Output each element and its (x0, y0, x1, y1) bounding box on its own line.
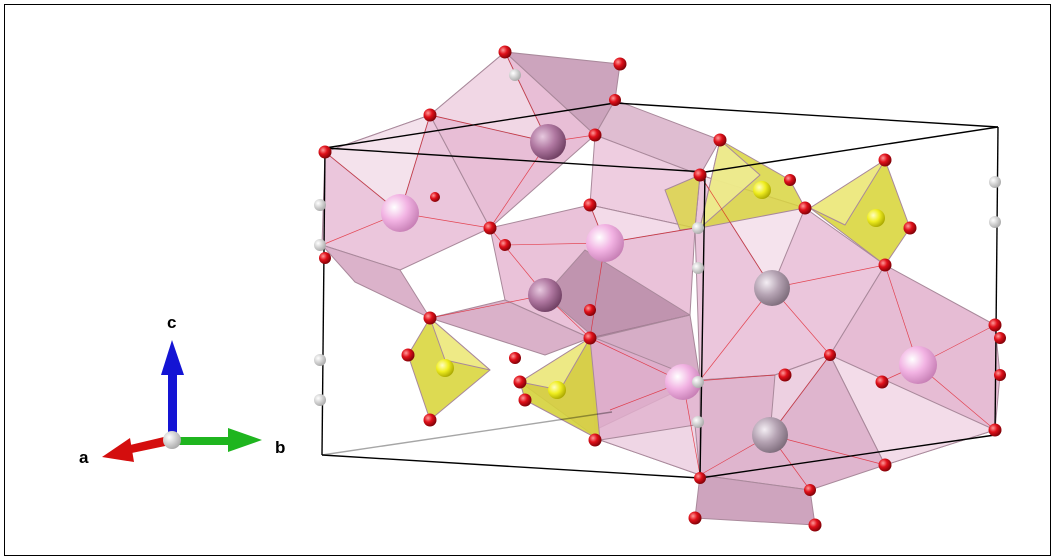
oxygen-atom (401, 348, 415, 362)
axis-a-shaft (126, 436, 170, 454)
oxygen-atom (778, 368, 792, 382)
oxygen-atom (609, 94, 621, 106)
oxygen-atom (319, 252, 331, 264)
boundary-atom (314, 354, 326, 366)
axis-label-b: b (275, 438, 285, 457)
oxygen-atom (483, 221, 497, 235)
tetrahedron-face (519, 337, 591, 391)
boundary-atom (509, 69, 521, 81)
axis-b-shaft (176, 437, 231, 445)
axis-label-c: c (167, 313, 176, 332)
oxygen-atom (518, 393, 532, 407)
cation-atom-pink (586, 224, 624, 262)
oxygen-atom (878, 153, 892, 167)
oxygen-atom (509, 352, 521, 364)
oxygen-atom (878, 258, 892, 272)
oxygen-atom (798, 201, 812, 215)
oxygen-atom (875, 375, 889, 389)
unit-cell-box (321, 102, 999, 479)
polyhedron-face (599, 424, 701, 476)
oxygen-atom (784, 174, 796, 186)
oxygen-atom (588, 128, 602, 142)
oxygen-atom (804, 484, 816, 496)
oxygen-atom (994, 332, 1006, 344)
axis-c-head (161, 340, 184, 375)
boundary-atom (989, 176, 1001, 188)
tetrahedral-atoms (436, 181, 885, 399)
oxygen-atom (583, 331, 597, 345)
cation-atom-pink (665, 364, 701, 400)
tetrahedron-face (699, 139, 761, 229)
oxygen-atom (613, 57, 627, 71)
oxygen-atom (694, 472, 706, 484)
cation-atom-gray (752, 417, 788, 453)
tetrahedral-atom (436, 359, 454, 377)
tetrahedron-face (809, 159, 886, 226)
oxygen-atom (318, 145, 332, 159)
boundary-atom (314, 394, 326, 406)
oxygen-atom (713, 133, 727, 147)
boundary-atoms (314, 69, 1001, 428)
oxygen-atom (423, 108, 437, 122)
oxygen-atom (808, 518, 822, 532)
oxygen-atom (498, 45, 512, 59)
tetrahedral-atom (753, 181, 771, 199)
cation-atom-gray (754, 270, 790, 306)
oxygen-atom (988, 423, 1002, 437)
boundary-atom (692, 222, 704, 234)
boundary-atom (692, 416, 704, 428)
cation-atom-pink (381, 194, 419, 232)
oxygen-atom (693, 168, 707, 182)
tetrahedral-atom (867, 209, 885, 227)
oxygen-atom (423, 413, 437, 427)
oxygen-atoms (318, 45, 1006, 532)
oxygen-atom (688, 511, 702, 525)
oxygen-atom (430, 192, 440, 202)
axis-triad: c b a (79, 313, 285, 467)
cation-atom-pink (899, 346, 937, 384)
polyhedron-face (429, 299, 591, 356)
oxygen-atom (903, 221, 917, 235)
oxygen-atom (423, 311, 437, 325)
axis-b-head (228, 428, 262, 452)
oxygen-atom (988, 318, 1002, 332)
cation-atom-mauve (528, 278, 562, 312)
boundary-atom (692, 262, 704, 274)
axis-c-shaft (168, 372, 177, 440)
oxygen-atom (499, 239, 511, 251)
boundary-atom (314, 199, 326, 211)
boundary-atom (692, 376, 704, 388)
tetrahedron-face (429, 317, 491, 371)
oxygen-atom (878, 458, 892, 472)
polyhedra-layer (321, 51, 1001, 526)
oxygen-atom (584, 304, 596, 316)
cation-atoms (381, 124, 937, 453)
boundary-atom (989, 216, 1001, 228)
axis-label-a: a (79, 448, 89, 467)
boundary-atom (314, 239, 326, 251)
oxygen-atom (588, 433, 602, 447)
oxygen-atom (994, 369, 1006, 381)
oxygen-atom (583, 198, 597, 212)
oxygen-atom (824, 349, 836, 361)
cation-atom-mauve (530, 124, 566, 160)
oxygen-atom (513, 375, 527, 389)
axis-origin (163, 431, 181, 449)
tetrahedral-atom (548, 381, 566, 399)
axis-a-head (102, 438, 134, 462)
